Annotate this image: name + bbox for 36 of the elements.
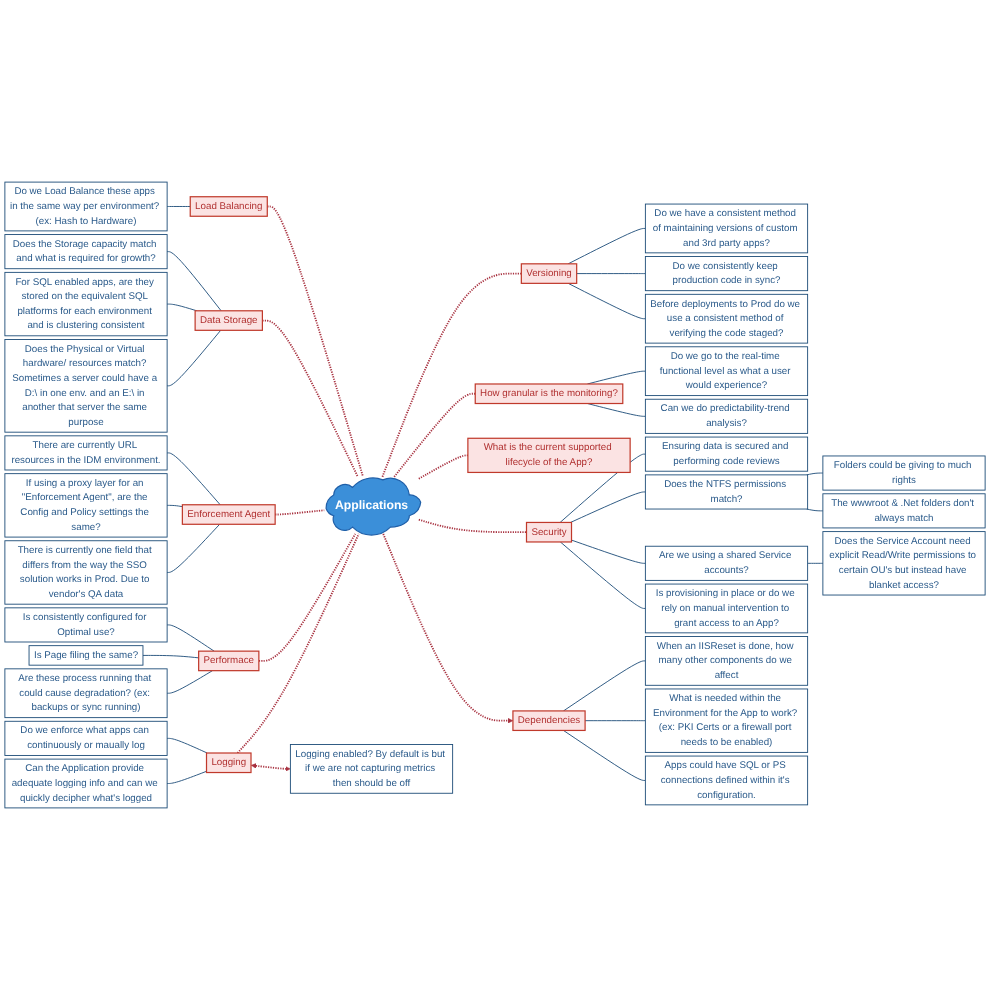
connector bbox=[567, 282, 646, 320]
connector bbox=[166, 737, 208, 754]
connector bbox=[570, 491, 646, 523]
arrow bbox=[251, 763, 291, 772]
connector bbox=[166, 329, 222, 387]
connector bbox=[266, 205, 364, 478]
connector bbox=[584, 720, 646, 722]
connector bbox=[417, 454, 469, 480]
connector bbox=[563, 660, 646, 712]
connector bbox=[571, 539, 646, 564]
connector bbox=[806, 508, 824, 512]
connector bbox=[166, 251, 222, 312]
connector bbox=[166, 504, 183, 508]
connector bbox=[381, 272, 523, 478]
connector bbox=[166, 670, 213, 694]
connector bbox=[586, 403, 646, 417]
connector bbox=[274, 509, 326, 516]
connector bbox=[559, 541, 646, 609]
connector bbox=[166, 770, 207, 784]
connector bbox=[417, 518, 528, 534]
connector bbox=[166, 303, 198, 312]
connector bbox=[806, 472, 824, 476]
arrow bbox=[382, 533, 514, 724]
connector bbox=[563, 730, 646, 781]
connector bbox=[166, 206, 191, 207]
connector bbox=[166, 624, 215, 652]
connector bbox=[236, 533, 360, 754]
connector bbox=[393, 392, 477, 478]
connector bbox=[166, 523, 221, 573]
connector bbox=[807, 562, 824, 564]
connector bbox=[567, 228, 646, 265]
connector bbox=[166, 452, 221, 506]
connector bbox=[142, 654, 200, 659]
connector bbox=[257, 533, 357, 662]
connector bbox=[576, 273, 646, 275]
connector bbox=[261, 319, 359, 478]
